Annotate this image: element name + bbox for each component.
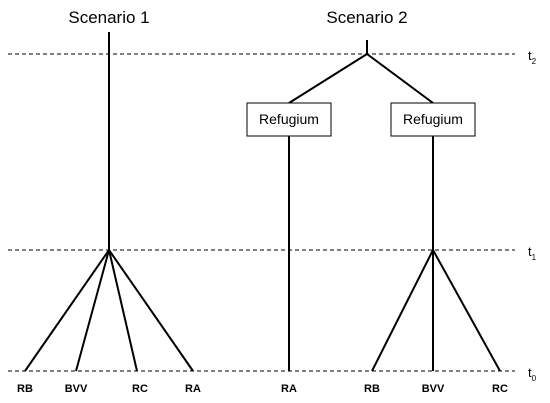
refugium-label-right: Refugium: [403, 111, 463, 127]
scenario2-title: Scenario 2: [326, 8, 407, 27]
scenario1-branch-rc: [108, 249, 138, 372]
scenario2-branch-rb: [371, 249, 434, 372]
scenario2-leaf-rc: RC: [492, 383, 508, 395]
scenario1-branch-bvv: [75, 249, 110, 372]
scenario2-split-left: [288, 53, 368, 104]
scenario2-leaf-bvv: BVV: [422, 383, 445, 395]
time-label-t2: t2: [528, 48, 537, 66]
scenario2-branch-rc: [432, 249, 501, 372]
scenario1-leaf-rb: RB: [17, 383, 33, 395]
scenario1-leaf-ra: RA: [185, 383, 201, 395]
time-label-t0: t0: [528, 365, 537, 383]
scenario1-title: Scenario 1: [68, 8, 149, 27]
scenario1-branch-rb: [24, 249, 110, 372]
refugium-label-left: Refugium: [259, 111, 319, 127]
scenario1-leaf-rc: RC: [132, 383, 148, 395]
time-label-t1: t1: [528, 244, 537, 262]
scenario1-leaf-bvv: BVV: [65, 383, 88, 395]
scenario2-leaf-ra: RA: [281, 383, 297, 395]
scenario2-split-right: [366, 53, 434, 104]
refugium-box-left: [246, 102, 332, 137]
scenario1-branch-ra: [108, 249, 194, 372]
scenario2-leaf-rb: RB: [364, 383, 380, 395]
